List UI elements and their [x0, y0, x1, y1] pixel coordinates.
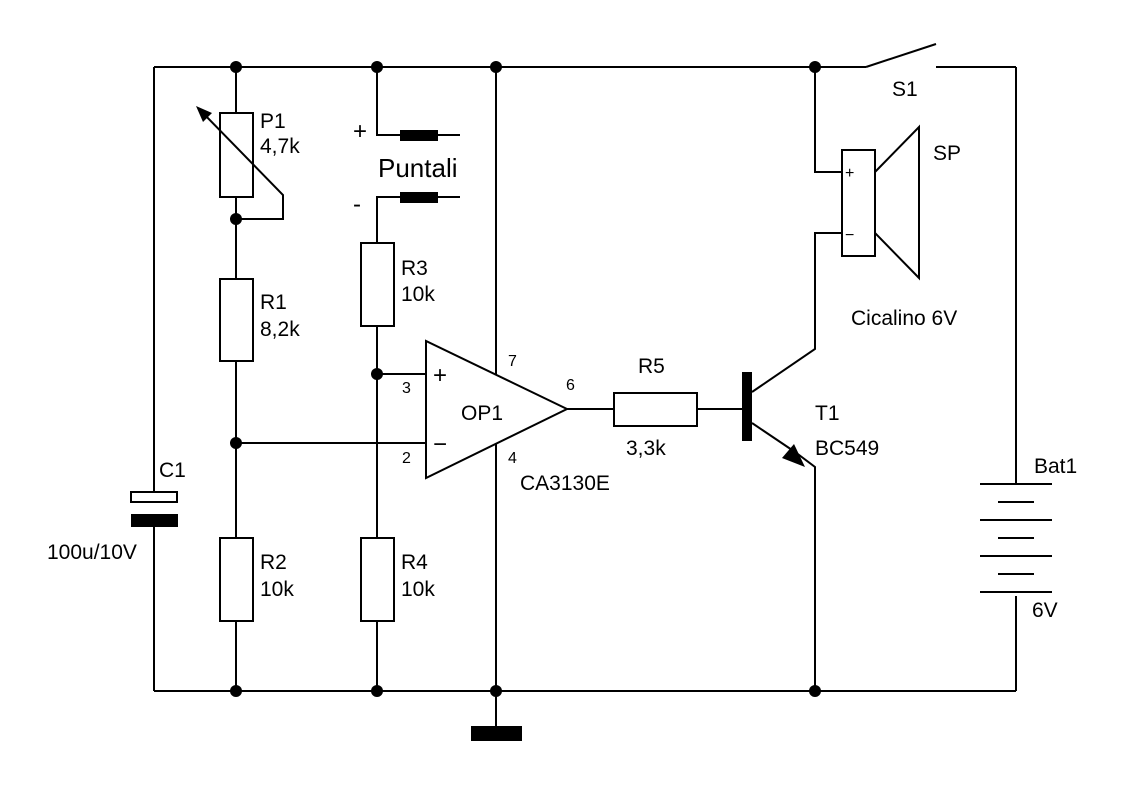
c1-ref: C1: [159, 459, 186, 482]
t1-value: BC549: [815, 437, 879, 460]
r1-value: 8,2k: [260, 318, 300, 341]
op1-minus: −: [433, 431, 447, 458]
r5-resistor: [613, 392, 746, 427]
op1-plus: +: [433, 362, 447, 389]
ground-bar: [471, 726, 522, 741]
p1-ref: P1: [260, 110, 286, 133]
op1-value: CA3130E: [520, 472, 610, 495]
sp-minus: −: [845, 227, 854, 244]
probes: [376, 67, 460, 243]
bat1-battery: [980, 67, 1052, 691]
t1-transistor: [742, 232, 842, 691]
r5-ref: R5: [638, 355, 665, 378]
c1-capacitor: [130, 67, 178, 691]
r2-ref: R2: [260, 551, 287, 574]
sp-ref: SP: [933, 142, 961, 165]
op1-pin4: 4: [508, 450, 517, 467]
op1-pin7: 7: [508, 353, 517, 370]
sp-plus: +: [845, 165, 854, 182]
r3-ref: R3: [401, 257, 428, 280]
divider-chain: [196, 67, 284, 691]
op1-ref: OP1: [461, 402, 503, 425]
probe-plus: +: [353, 118, 367, 145]
r2-resistor: [219, 537, 254, 622]
op1-pin2: 2: [402, 450, 411, 467]
r5-value: 3,3k: [626, 437, 666, 460]
p1-value: 4,7k: [260, 135, 300, 158]
r3-value: 10k: [401, 283, 435, 306]
r1-ref: R1: [260, 291, 287, 314]
sp-value: Cicalino 6V: [851, 307, 957, 330]
r4-value: 10k: [401, 578, 435, 601]
emitter-arrow-icon: [782, 444, 805, 467]
r3-resistor: [360, 242, 395, 327]
junction-dots: [230, 61, 821, 697]
op1-opamp: [425, 67, 614, 741]
op1-pin6: 6: [566, 377, 575, 394]
p1-potentiometer: [219, 112, 254, 198]
sp-buzzer: [814, 67, 920, 281]
op1-pin3: 3: [402, 380, 411, 397]
s1-switch: [865, 43, 937, 68]
c1-value: 100u/10V: [47, 541, 137, 564]
r1-resistor: [219, 278, 254, 362]
r4-resistor: [360, 537, 395, 622]
t1-ref: T1: [815, 402, 840, 425]
r4-ref: R4: [401, 551, 428, 574]
s1-ref: S1: [892, 78, 918, 101]
probes-label: Puntali: [378, 153, 458, 183]
p1-arrow-icon: [196, 106, 212, 122]
bat1-ref: Bat1: [1034, 455, 1077, 478]
r3-r4-chain: [360, 242, 426, 691]
probe-minus: -: [353, 191, 361, 218]
bat1-value: 6V: [1032, 599, 1058, 622]
r2-value: 10k: [260, 578, 294, 601]
